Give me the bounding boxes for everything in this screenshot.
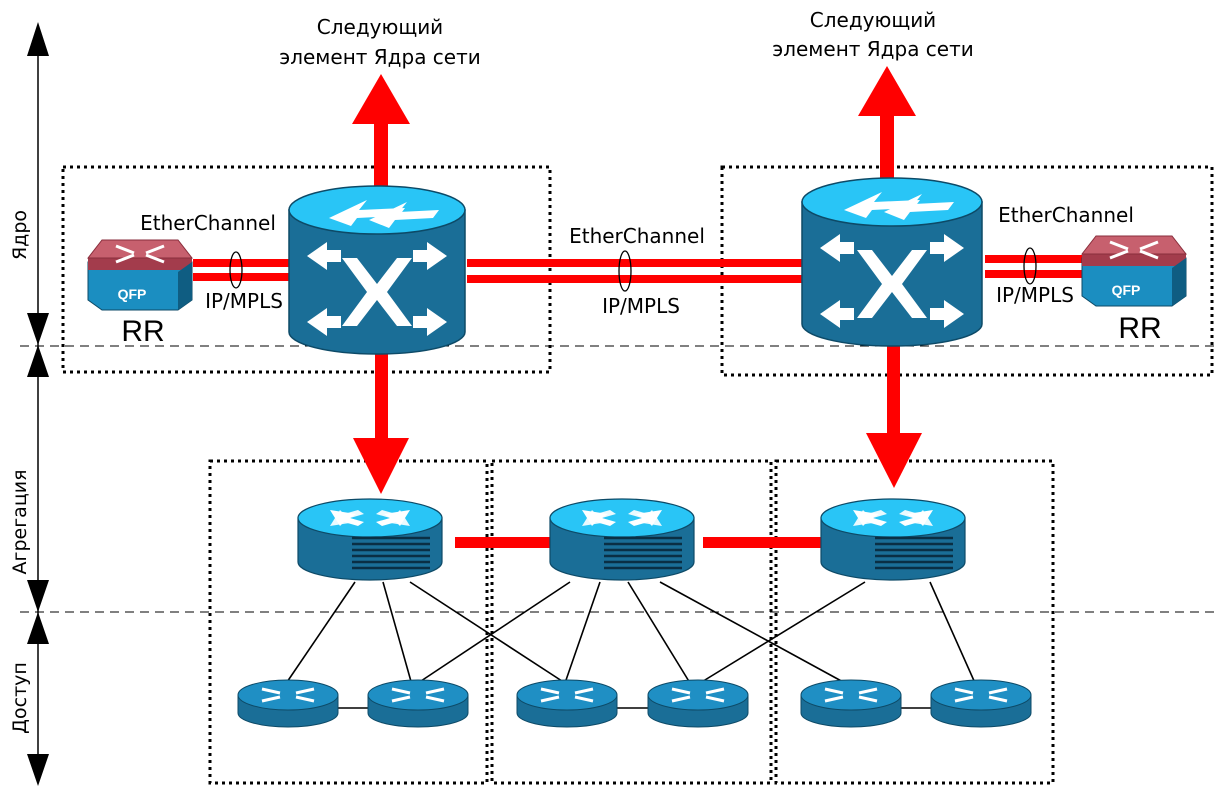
- access-routers: [237, 679, 1032, 728]
- access-router-5[interactable]: [800, 679, 902, 728]
- layer3-switch-icon: [582, 510, 682, 570]
- core-switch-right[interactable]: [801, 177, 983, 347]
- multilayer-switch-icon: [307, 200, 447, 336]
- access-router-2[interactable]: [367, 679, 469, 728]
- router-icon: [671, 687, 725, 703]
- router-icon: [954, 687, 1008, 703]
- etherchannel-label-left: EtherChannel: [140, 211, 276, 235]
- router-icon: [261, 687, 315, 703]
- core-switch-left[interactable]: [288, 185, 466, 355]
- rr-badge-right: QFP: [1112, 282, 1141, 298]
- next-core-label-left-line1: Следующий: [317, 15, 443, 39]
- aggregation-link-1-2: [455, 537, 555, 548]
- etherchannel-left: [193, 251, 295, 289]
- multilayer-switch-icon: [820, 192, 964, 328]
- next-core-label-right-line2: элемент Ядра сети: [772, 37, 974, 61]
- access-links: [284, 581, 976, 709]
- route-reflector-left[interactable]: QFP: [86, 239, 194, 311]
- aggregation-switch-3[interactable]: [820, 498, 966, 581]
- access-router-1[interactable]: [237, 679, 339, 728]
- layer-label-access: Доступ: [9, 662, 31, 734]
- qfp-router-icon: [1080, 235, 1188, 307]
- pod-box-1: [208, 459, 489, 785]
- pod-box-3: [774, 459, 1055, 785]
- access-router-3[interactable]: [516, 679, 618, 728]
- etherchannel-core-interlink: [467, 250, 807, 292]
- etherchannel-right: [985, 247, 1085, 285]
- access-router-4[interactable]: [647, 679, 749, 728]
- core-uplink-left: [352, 74, 410, 195]
- core-downlink-right: [866, 337, 922, 488]
- core-downlink-left: [353, 345, 409, 494]
- layer3-switch-icon: [330, 510, 430, 570]
- ipmpls-label-right: IP/MPLS: [996, 283, 1074, 307]
- rr-label-left: RR: [121, 315, 164, 348]
- layer-axis: Ядро Агрегация Доступ: [9, 22, 49, 786]
- layer-label-core: Ядро: [9, 210, 31, 260]
- core-box-left: [61, 165, 552, 374]
- router-icon: [540, 687, 594, 703]
- etherchannel-label-right: EtherChannel: [998, 203, 1134, 227]
- rr-badge-left: QFP: [118, 286, 147, 302]
- ipmpls-label-left: IP/MPLS: [205, 289, 283, 313]
- layer-label-aggregation: Агрегация: [9, 469, 31, 574]
- qfp-router-icon: [86, 239, 194, 311]
- router-icon: [824, 687, 878, 703]
- rr-label-right: RR: [1118, 312, 1161, 345]
- aggregation-switch-1[interactable]: [297, 498, 443, 581]
- route-reflector-right[interactable]: QFP: [1080, 235, 1188, 307]
- next-core-label-left-line2: элемент Ядра сети: [279, 45, 481, 69]
- router-icon: [391, 687, 445, 703]
- access-router-6[interactable]: [930, 679, 1032, 728]
- etherchannel-label-center: EtherChannel: [569, 224, 705, 248]
- next-core-label-right-line1: Следующий: [810, 8, 936, 32]
- ipmpls-label-center: IP/MPLS: [602, 294, 680, 318]
- core-uplink-right: [858, 66, 916, 187]
- aggregation-switch-2[interactable]: [549, 498, 695, 581]
- layer3-switch-icon: [853, 510, 953, 570]
- core-box-right: [720, 165, 1214, 377]
- aggregation-link-2-3: [703, 537, 823, 548]
